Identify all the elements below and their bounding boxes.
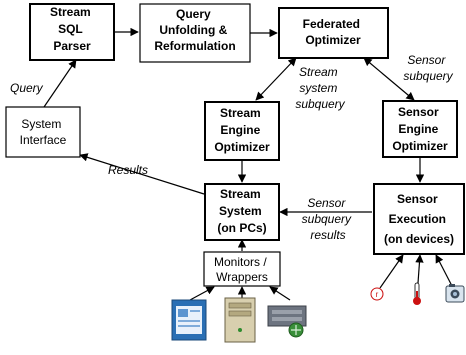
wrappers-label: Monitors / Wrappers (214, 255, 270, 284)
box-stream-sql-parser (29, 3, 115, 61)
edge-federated-stream-optimizer (255, 57, 297, 101)
server-tower-icon (224, 297, 256, 343)
edge-labels: Query Results Stream system subquery Sen… (10, 53, 454, 242)
thermometer-icon (413, 282, 421, 305)
stream-system-label: Stream System (on PCs) (217, 187, 266, 235)
box-stream-engine-optimizer (204, 101, 280, 161)
edge-federated-sensor-optimizer (363, 57, 415, 101)
sensor-results-label: Sensor subquery results (302, 196, 355, 242)
box-monitors-wrappers (203, 251, 281, 287)
rfid-tag-icon: r (370, 287, 384, 301)
monitor-window-icon (171, 299, 207, 341)
stream-optimizer-label: Stream Engine Optimizer (214, 106, 270, 154)
network-device-icon (267, 305, 307, 338)
edge-monitor-to-wrappers (189, 286, 215, 301)
box-labels: Stream SQL Parser Query Unfolding & Refo… (20, 5, 454, 284)
box-system-interface (5, 106, 81, 158)
unfolding-label: Query Unfolding & Reformulation (154, 7, 235, 53)
interface-label: System Interface (20, 117, 67, 147)
boxes (5, 3, 465, 287)
box-sensor-execution (373, 183, 465, 255)
edge-camera-to-execution (435, 254, 453, 287)
box-stream-system (204, 183, 280, 241)
box-sensor-engine-optimizer (382, 100, 458, 158)
edge-thermo-to-execution (415, 254, 424, 284)
edge-device-to-wrappers (269, 286, 291, 301)
results-label: Results (108, 163, 148, 177)
box-federated-optimizer (278, 7, 389, 59)
box-query-unfolding (139, 3, 251, 63)
query-label: Query (10, 81, 44, 95)
edge-interface-to-parser (43, 59, 77, 108)
sensor-subquery-label: Sensor subquery (403, 53, 453, 83)
federated-label: Federated Optimizer (303, 17, 364, 47)
parser-label: Stream SQL Parser (50, 5, 94, 53)
sensor-optimizer-label: Sensor Engine Optimizer (392, 105, 448, 153)
stream-subquery-label: Stream system subquery (295, 65, 345, 111)
svg-text:r: r (376, 290, 379, 299)
edge-stream-system-to-interface (79, 153, 205, 195)
edge-rfid-to-execution (379, 254, 404, 289)
sensor-execution-label: Sensor Execution (on devices) (384, 192, 454, 246)
camera-icon (445, 284, 465, 303)
